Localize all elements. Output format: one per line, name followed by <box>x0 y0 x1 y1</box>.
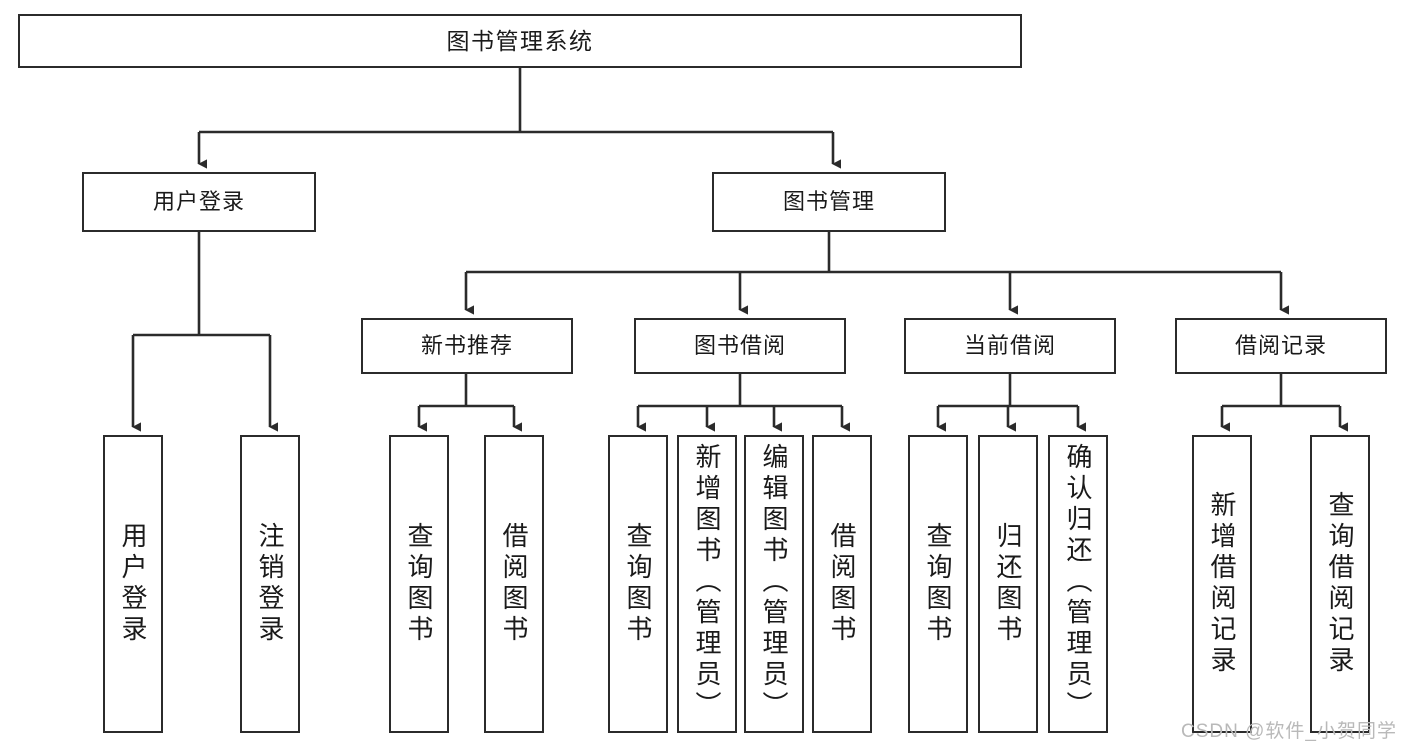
node-user-login[interactable]: 用户登录 <box>82 172 316 232</box>
node-leaf-user-login[interactable]: 用户登录 <box>103 435 163 733</box>
node-book-borrow[interactable]: 图书借阅 <box>634 318 846 374</box>
node-book-manage-label: 图书管理 <box>782 189 875 215</box>
node-leaf-query-book-1-label: 查询图书 <box>404 522 434 646</box>
node-leaf-user-login-label: 用户登录 <box>118 522 148 646</box>
node-leaf-query-book-1[interactable]: 查询图书 <box>389 435 449 733</box>
node-current-borrow-label: 当前借阅 <box>963 333 1056 359</box>
node-leaf-return-book-label: 归还图书 <box>993 522 1023 646</box>
node-leaf-add-book[interactable]: 新增图书（管理员） <box>677 435 737 733</box>
node-leaf-query-record-label: 查询借阅记录 <box>1325 491 1355 677</box>
node-borrow-record-label: 借阅记录 <box>1234 333 1327 359</box>
node-leaf-query-book-3[interactable]: 查询图书 <box>908 435 968 733</box>
node-current-borrow[interactable]: 当前借阅 <box>904 318 1116 374</box>
node-leaf-add-record-label: 新增借阅记录 <box>1207 491 1237 677</box>
node-leaf-query-book-2-label: 查询图书 <box>623 522 653 646</box>
node-leaf-borrow-book-2[interactable]: 借阅图书 <box>812 435 872 733</box>
node-leaf-logout[interactable]: 注销登录 <box>240 435 300 733</box>
node-book-borrow-label: 图书借阅 <box>693 333 786 359</box>
node-root-label: 图书管理系统 <box>446 27 594 54</box>
node-new-book-recommend[interactable]: 新书推荐 <box>361 318 573 374</box>
node-leaf-confirm-return-label: 确认归还（管理员） <box>1063 443 1093 722</box>
node-leaf-return-book[interactable]: 归还图书 <box>978 435 1038 733</box>
node-leaf-borrow-book-2-label: 借阅图书 <box>827 522 857 646</box>
node-leaf-edit-book-label: 编辑图书（管理员） <box>759 443 789 722</box>
node-leaf-borrow-book-1-label: 借阅图书 <box>499 522 529 646</box>
node-borrow-record[interactable]: 借阅记录 <box>1175 318 1387 374</box>
node-new-book-recommend-label: 新书推荐 <box>420 333 513 359</box>
node-root[interactable]: 图书管理系统 <box>18 14 1022 68</box>
node-book-manage[interactable]: 图书管理 <box>712 172 946 232</box>
node-leaf-logout-label: 注销登录 <box>255 522 285 646</box>
node-user-login-label: 用户登录 <box>152 189 245 215</box>
node-leaf-add-record[interactable]: 新增借阅记录 <box>1192 435 1252 733</box>
node-leaf-query-book-3-label: 查询图书 <box>923 522 953 646</box>
node-leaf-confirm-return[interactable]: 确认归还（管理员） <box>1048 435 1108 733</box>
node-leaf-query-record[interactable]: 查询借阅记录 <box>1310 435 1370 733</box>
node-leaf-borrow-book-1[interactable]: 借阅图书 <box>484 435 544 733</box>
node-leaf-edit-book[interactable]: 编辑图书（管理员） <box>744 435 804 733</box>
node-leaf-query-book-2[interactable]: 查询图书 <box>608 435 668 733</box>
node-leaf-add-book-label: 新增图书（管理员） <box>692 443 722 722</box>
